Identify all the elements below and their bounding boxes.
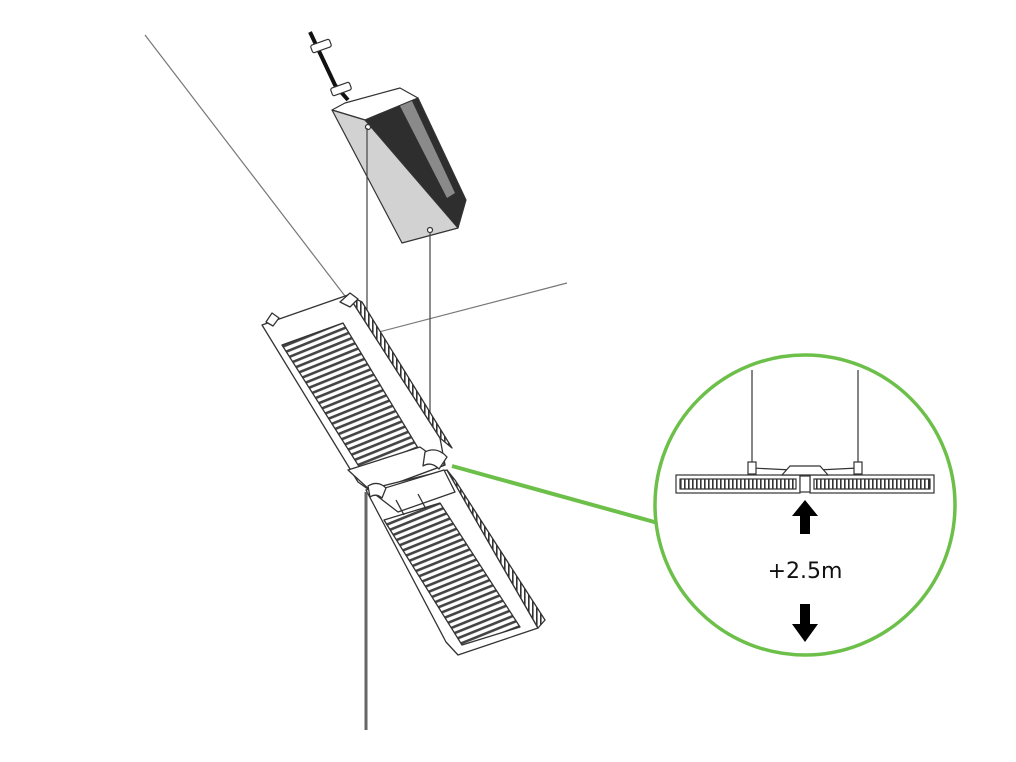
cable-clip-top — [310, 38, 332, 54]
detail-hanger-right — [853, 461, 863, 475]
cable-clip-bottom — [330, 81, 352, 97]
arrow-up-icon — [792, 500, 818, 534]
detail-louver-right — [813, 478, 931, 490]
upper-module-clip — [422, 449, 448, 470]
luminaire-upper-module — [261, 292, 453, 493]
detail-hanger-left — [747, 461, 757, 475]
detail-connector — [780, 465, 830, 476]
perspective-line-diagonal — [144, 34, 349, 301]
detail-louver-left — [679, 478, 797, 490]
detail-wire-cross-right — [817, 467, 859, 471]
driver-screw-bottom — [426, 226, 434, 234]
lower-module-rib-2 — [417, 493, 427, 510]
lower-module-clip — [367, 482, 387, 499]
callout-leader — [451, 464, 659, 525]
driver-box-side — [364, 97, 467, 229]
dimension-label: +2.5m — [768, 559, 843, 584]
driver-box-side-highlight — [400, 101, 455, 198]
lower-module-side — [446, 469, 546, 629]
upper-module-end-tab — [339, 292, 359, 308]
arrow-down-icon — [792, 604, 818, 642]
upper-module-end-tab-2 — [265, 312, 280, 327]
upper-module-endcap — [347, 446, 446, 493]
detail-fixture — [675, 461, 935, 494]
perspective-line-horizontal — [374, 282, 568, 334]
detail-wire-cross-left — [751, 467, 793, 471]
detail-joint — [799, 475, 811, 493]
lower-module-rib-1 — [395, 499, 405, 516]
detail-wires — [751, 370, 859, 471]
lower-module-louver — [383, 502, 521, 646]
power-cable — [308, 31, 352, 102]
lower-module-connector-frame — [371, 469, 456, 513]
luminaire-lower-module — [365, 469, 546, 656]
driver-box — [331, 87, 467, 244]
driver-screw-top — [364, 123, 372, 131]
perspective-lines — [144, 34, 568, 334]
callout-detail: +2.5m — [653, 353, 957, 657]
